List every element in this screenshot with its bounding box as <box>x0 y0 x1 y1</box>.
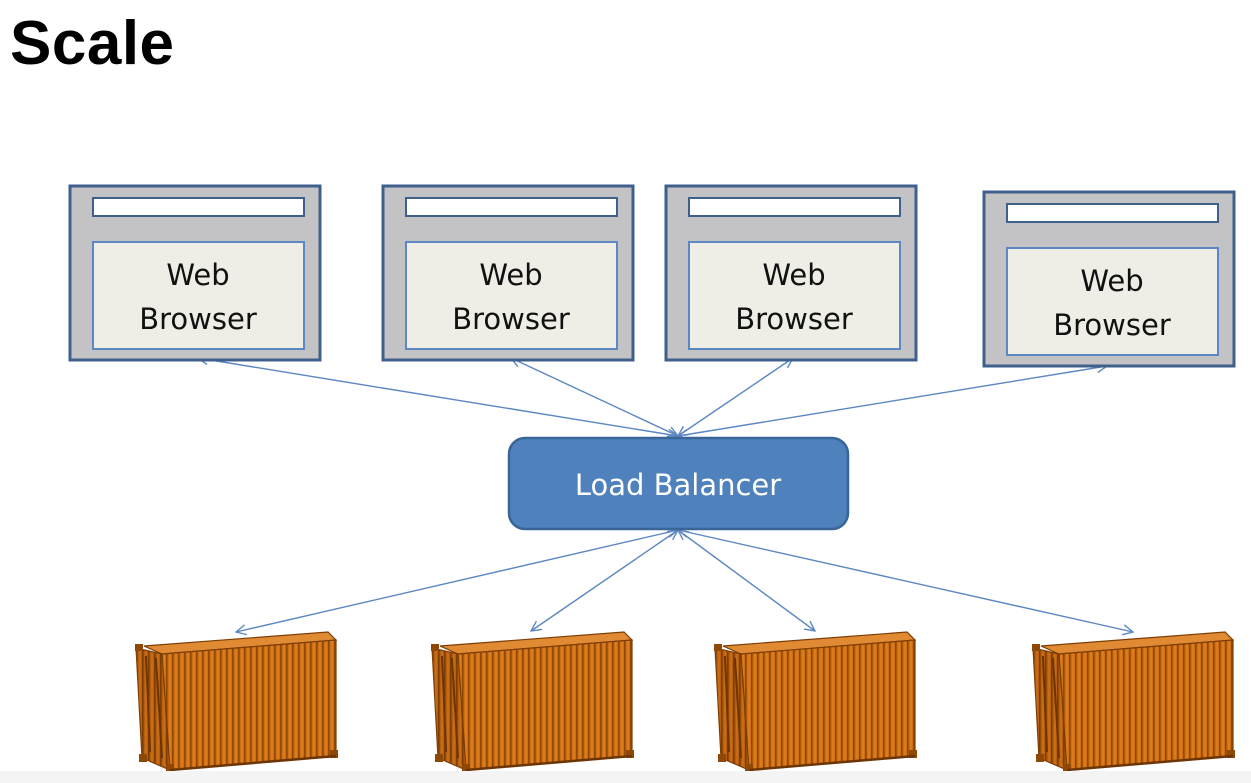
browser-label-line2: Browser <box>1053 308 1171 342</box>
load-balancer-label: Load Balancer <box>575 468 781 502</box>
browser-label-line2: Browser <box>735 302 853 336</box>
browser-window: Web Browser <box>68 184 322 362</box>
browser-label-line1: Web <box>762 258 825 292</box>
shipping-container-icon <box>714 631 917 772</box>
browser-label-line1: Web <box>1080 264 1143 298</box>
shipping-container-icon <box>135 631 338 772</box>
connector-browser-1 <box>198 358 678 436</box>
address-bar <box>688 197 901 217</box>
browser-window: Web Browser <box>381 184 635 362</box>
browser-connectors <box>198 358 1107 436</box>
connector-browser-3 <box>678 358 793 436</box>
shipping-container-icon <box>1032 631 1235 772</box>
browser-content <box>92 241 305 350</box>
connector-container-4 <box>678 530 1133 632</box>
shipping-container-icon <box>431 631 634 772</box>
browser-label-line1: Web <box>166 258 229 292</box>
browser-content <box>405 241 618 350</box>
browser-content <box>1006 247 1219 356</box>
container-connectors <box>236 530 1133 632</box>
bottom-band <box>0 771 1251 783</box>
address-bar <box>92 197 305 217</box>
connector-container-2 <box>531 530 678 631</box>
address-bar <box>1006 203 1219 223</box>
browser-label-line2: Browser <box>452 302 570 336</box>
load-balancer: Load Balancer <box>507 436 850 531</box>
browser-window: Web Browser <box>982 190 1236 368</box>
connector-browser-4 <box>678 366 1107 436</box>
browser-content <box>688 241 901 350</box>
browser-label-line2: Browser <box>139 302 257 336</box>
slide-title: Scale <box>10 9 175 78</box>
browser-label-line1: Web <box>479 258 542 292</box>
connector-browser-2 <box>511 358 678 436</box>
address-bar <box>405 197 618 217</box>
connector-container-1 <box>236 530 678 632</box>
browser-window: Web Browser <box>664 184 918 362</box>
